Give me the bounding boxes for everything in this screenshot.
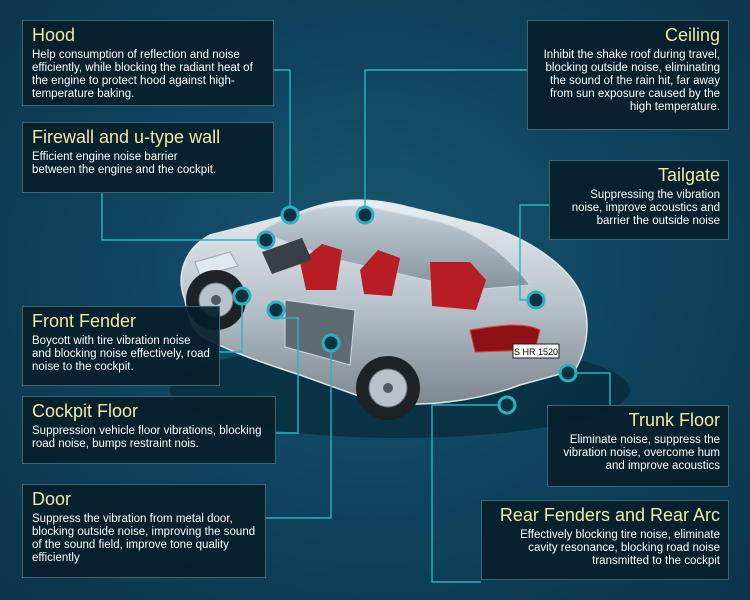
firewall-callout: Firewall and u-type wall Efficient engin… bbox=[22, 122, 274, 193]
marker-front-fender bbox=[232, 286, 252, 306]
trunk-floor-title: Trunk Floor bbox=[628, 410, 720, 430]
firewall-title: Firewall and u-type wall bbox=[32, 127, 221, 147]
tailgate-description: Suppressing the vibration noise, improve… bbox=[571, 189, 720, 227]
hood-description: Help consumption of reflection and noise… bbox=[32, 49, 253, 100]
marker-cockpit-floor bbox=[266, 300, 286, 320]
marker-firewall bbox=[256, 230, 276, 250]
front-fender-callout: Front Fender Boycott with tire vibration… bbox=[22, 306, 220, 386]
tailgate-title: Tailgate bbox=[657, 165, 720, 185]
tailgate-callout: Tailgate Suppressing the vibration noise… bbox=[549, 160, 729, 240]
marker-hood bbox=[280, 205, 300, 225]
marker-trunk-floor bbox=[558, 363, 578, 383]
headlight bbox=[194, 251, 239, 277]
door-callout: Door Suppress the vibration from metal d… bbox=[22, 484, 266, 578]
door-description: Suppress the vibration from metal door, … bbox=[32, 513, 256, 564]
front-seat bbox=[300, 244, 342, 290]
front-fender-title: Front Fender bbox=[32, 311, 137, 331]
ceiling-description: Inhibit the shake roof during travel, bl… bbox=[543, 49, 720, 113]
cockpit-floor-description: Suppression vehicle floor vibrations, bl… bbox=[32, 425, 262, 450]
rear-wheel bbox=[356, 356, 420, 420]
cockpit-floor-title: Cockpit Floor bbox=[32, 401, 139, 421]
license-plate bbox=[512, 343, 560, 359]
ceiling-title: Ceiling bbox=[664, 25, 720, 45]
door-title: Door bbox=[32, 489, 72, 509]
connector-lines bbox=[101, 69, 611, 583]
front-fender-description: Boycott with tire vibration noise and bl… bbox=[32, 335, 210, 373]
ceiling-callout: Ceiling Inhibit the shake roof during tr… bbox=[527, 20, 729, 130]
front-seat-2 bbox=[360, 250, 400, 296]
marker-rear-fenders bbox=[497, 395, 517, 415]
rear-fenders-callout: Rear Fenders and Rear Arc Effectively bl… bbox=[481, 500, 729, 580]
rear-fenders-title: Rear Fenders and Rear Arc bbox=[499, 505, 720, 525]
hood-title: Hood bbox=[32, 25, 76, 45]
rear-fenders-description: Effectively blocking tire noise, elimina… bbox=[520, 529, 720, 567]
trunk-floor-description: Eliminate noise, suppress the vibration … bbox=[563, 434, 720, 472]
marker-door bbox=[321, 333, 341, 353]
marker-ceiling bbox=[355, 205, 375, 225]
marker-tailgate bbox=[526, 290, 546, 310]
trunk-floor-callout: Trunk Floor Eliminate noise, suppress th… bbox=[547, 405, 729, 487]
rear-seat bbox=[430, 262, 486, 310]
markers bbox=[232, 205, 578, 415]
firewall-description: Efficient engine noise barrier between t… bbox=[32, 151, 217, 176]
cockpit-floor-callout: Cockpit Floor Suppression vehicle floor … bbox=[22, 396, 276, 464]
dashboard bbox=[262, 238, 312, 274]
license-plate-text: S HR 1520 bbox=[514, 347, 558, 357]
hood-callout: Hood Help consumption of reflection and … bbox=[22, 20, 274, 106]
